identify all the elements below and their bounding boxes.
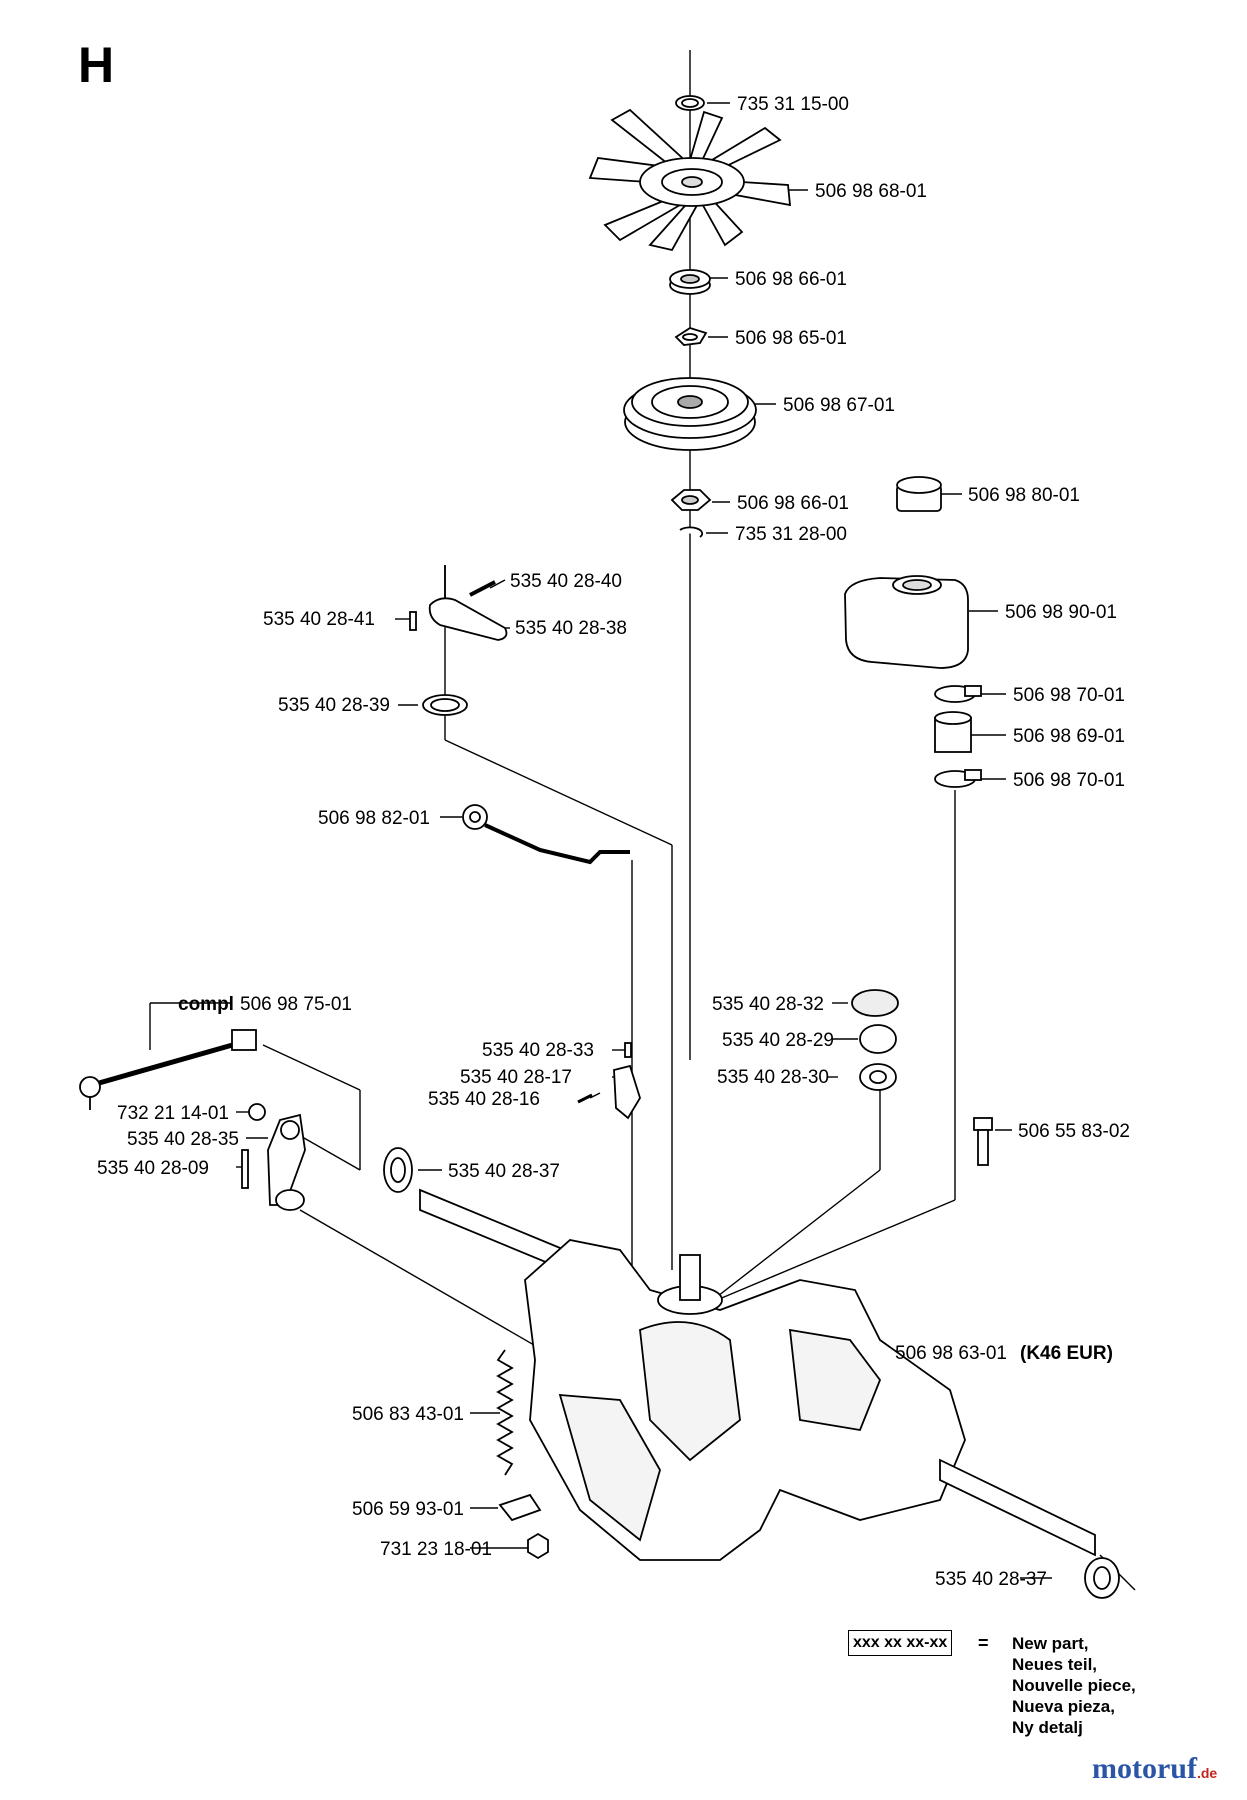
linkage-rod-complete bbox=[79, 1029, 257, 1110]
part-label: 506 98 69-01 bbox=[1013, 726, 1125, 747]
legend-line: Ny detalj bbox=[1012, 1718, 1083, 1737]
spacer-top bbox=[669, 269, 711, 295]
part-label: 506 55 83-02 bbox=[1018, 1121, 1130, 1142]
drive-pulley bbox=[623, 377, 757, 451]
part-label: 535 40 28-29 bbox=[722, 1030, 834, 1051]
part-label: 506 98 66-01 bbox=[735, 269, 847, 290]
legend-code: xxx xx xx-xx bbox=[848, 1630, 953, 1656]
mounting-bolt bbox=[973, 1117, 993, 1166]
part-label: 535 40 28-40 bbox=[510, 571, 622, 592]
spacer-lower bbox=[670, 489, 712, 511]
hose bbox=[934, 711, 972, 753]
control-rod bbox=[462, 804, 630, 865]
part-label: 506 59 93-01 bbox=[352, 1499, 464, 1520]
part-label: 506 98 70-01 bbox=[1013, 685, 1125, 706]
part-label: 506 98 65-01 bbox=[735, 328, 847, 349]
part-label: 506 83 43-01 bbox=[352, 1404, 464, 1425]
retaining-ring-top bbox=[675, 95, 705, 111]
oil-reservoir bbox=[844, 575, 969, 669]
legend-equals: = bbox=[978, 1633, 989, 1653]
part-label: 535 40 28-37 bbox=[935, 1569, 1047, 1590]
parts-drawing bbox=[79, 95, 1120, 1599]
legend-line: Neues teil, bbox=[1012, 1655, 1098, 1674]
part-label: 535 40 28-41 bbox=[263, 609, 375, 630]
part-label: 535 40 28-16 bbox=[428, 1089, 540, 1110]
part-label: 535 40 28-32 bbox=[712, 994, 824, 1015]
part-label: 535 40 28-35 bbox=[127, 1129, 239, 1150]
part-label: 732 21 14-01 bbox=[117, 1103, 229, 1124]
legend-line: Nouvelle piece, bbox=[1012, 1676, 1136, 1695]
spring-bracket-and-nut bbox=[498, 1493, 549, 1560]
hose-clamp-upper bbox=[934, 685, 982, 703]
part-label: 506 98 80-01 bbox=[968, 485, 1080, 506]
cap-and-seal bbox=[851, 989, 899, 1091]
part-label: 535 40 28-30 bbox=[717, 1067, 829, 1088]
part-label: 506 98 68-01 bbox=[815, 181, 927, 202]
part-label: 506 98 66-01 bbox=[737, 493, 849, 514]
part-label: 735 31 28-00 bbox=[735, 524, 847, 545]
part-label: 506 98 63-01 bbox=[895, 1343, 1007, 1364]
part-label: 506 98 90-01 bbox=[1005, 602, 1117, 623]
logo-suffix: .de bbox=[1196, 1765, 1218, 1781]
legend-translations: New part, Neues teil, Nouvelle piece, Nu… bbox=[1012, 1633, 1136, 1738]
part-label: 506 98 67-01 bbox=[783, 395, 895, 416]
part-label: 535 40 28-17 bbox=[460, 1067, 572, 1088]
key-washer bbox=[674, 327, 708, 346]
tension-spring bbox=[496, 1349, 514, 1476]
axle-right bbox=[939, 1458, 1120, 1599]
part-label-compl: compl bbox=[178, 994, 234, 1015]
legend-line: Nueva pieza, bbox=[1012, 1697, 1115, 1716]
part-label: 506 98 70-01 bbox=[1013, 770, 1125, 791]
section-letter: H bbox=[78, 37, 115, 93]
axle-seal-left bbox=[383, 1147, 413, 1193]
part-label: 535 40 28-39 bbox=[278, 695, 390, 716]
part-label: 506 98 75-01 bbox=[240, 994, 352, 1015]
legend-line: New part, bbox=[1012, 1634, 1089, 1653]
part-labels: 735 31 15-00 506 98 68-01 506 98 66-01 5… bbox=[97, 94, 1130, 1590]
cooling-fan bbox=[588, 108, 792, 252]
part-label: 735 31 15-00 bbox=[737, 94, 849, 115]
part-label-k46-eur: (K46 EUR) bbox=[1020, 1343, 1113, 1364]
e-clip bbox=[679, 526, 704, 538]
reservoir-cap bbox=[896, 476, 942, 512]
bypass-lever-assembly bbox=[409, 565, 508, 716]
hose-clamp-lower bbox=[934, 769, 982, 788]
pin-and-arm bbox=[577, 1042, 641, 1120]
logo-main: motoruf bbox=[1092, 1752, 1197, 1785]
bellcrank-arm bbox=[241, 1103, 306, 1211]
part-label: 731 23 18-01 bbox=[380, 1539, 492, 1560]
part-label: 535 40 28-09 bbox=[97, 1158, 209, 1179]
part-label: 535 40 28-33 bbox=[482, 1040, 594, 1061]
part-label: 535 40 28-37 bbox=[448, 1161, 560, 1182]
watermark-logo: motoruf.de bbox=[1092, 1752, 1217, 1786]
part-label: 535 40 28-38 bbox=[515, 618, 627, 639]
axle-left bbox=[419, 1188, 566, 1272]
transmission-housing bbox=[524, 1239, 966, 1561]
part-label: 506 98 82-01 bbox=[318, 808, 430, 829]
